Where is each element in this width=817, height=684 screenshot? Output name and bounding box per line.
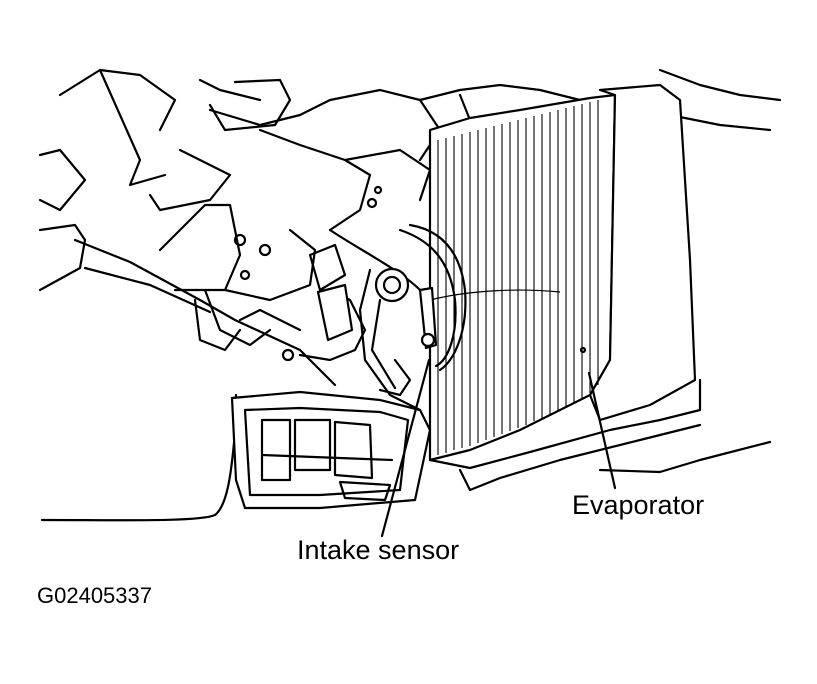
intake-sensor-leader [380,358,431,538]
intake-sensor-assembly [316,223,467,412]
duct-housing [230,358,432,510]
intake-sensor-label: Intake sensor [297,535,460,565]
floor-outline [598,440,772,474]
evaporator-leader [587,371,617,490]
evaporator-core [428,83,702,492]
evaporator-fins [437,100,599,455]
figure-code: G02405337 [37,583,152,608]
evaporator-label: Evaporator [572,490,705,520]
